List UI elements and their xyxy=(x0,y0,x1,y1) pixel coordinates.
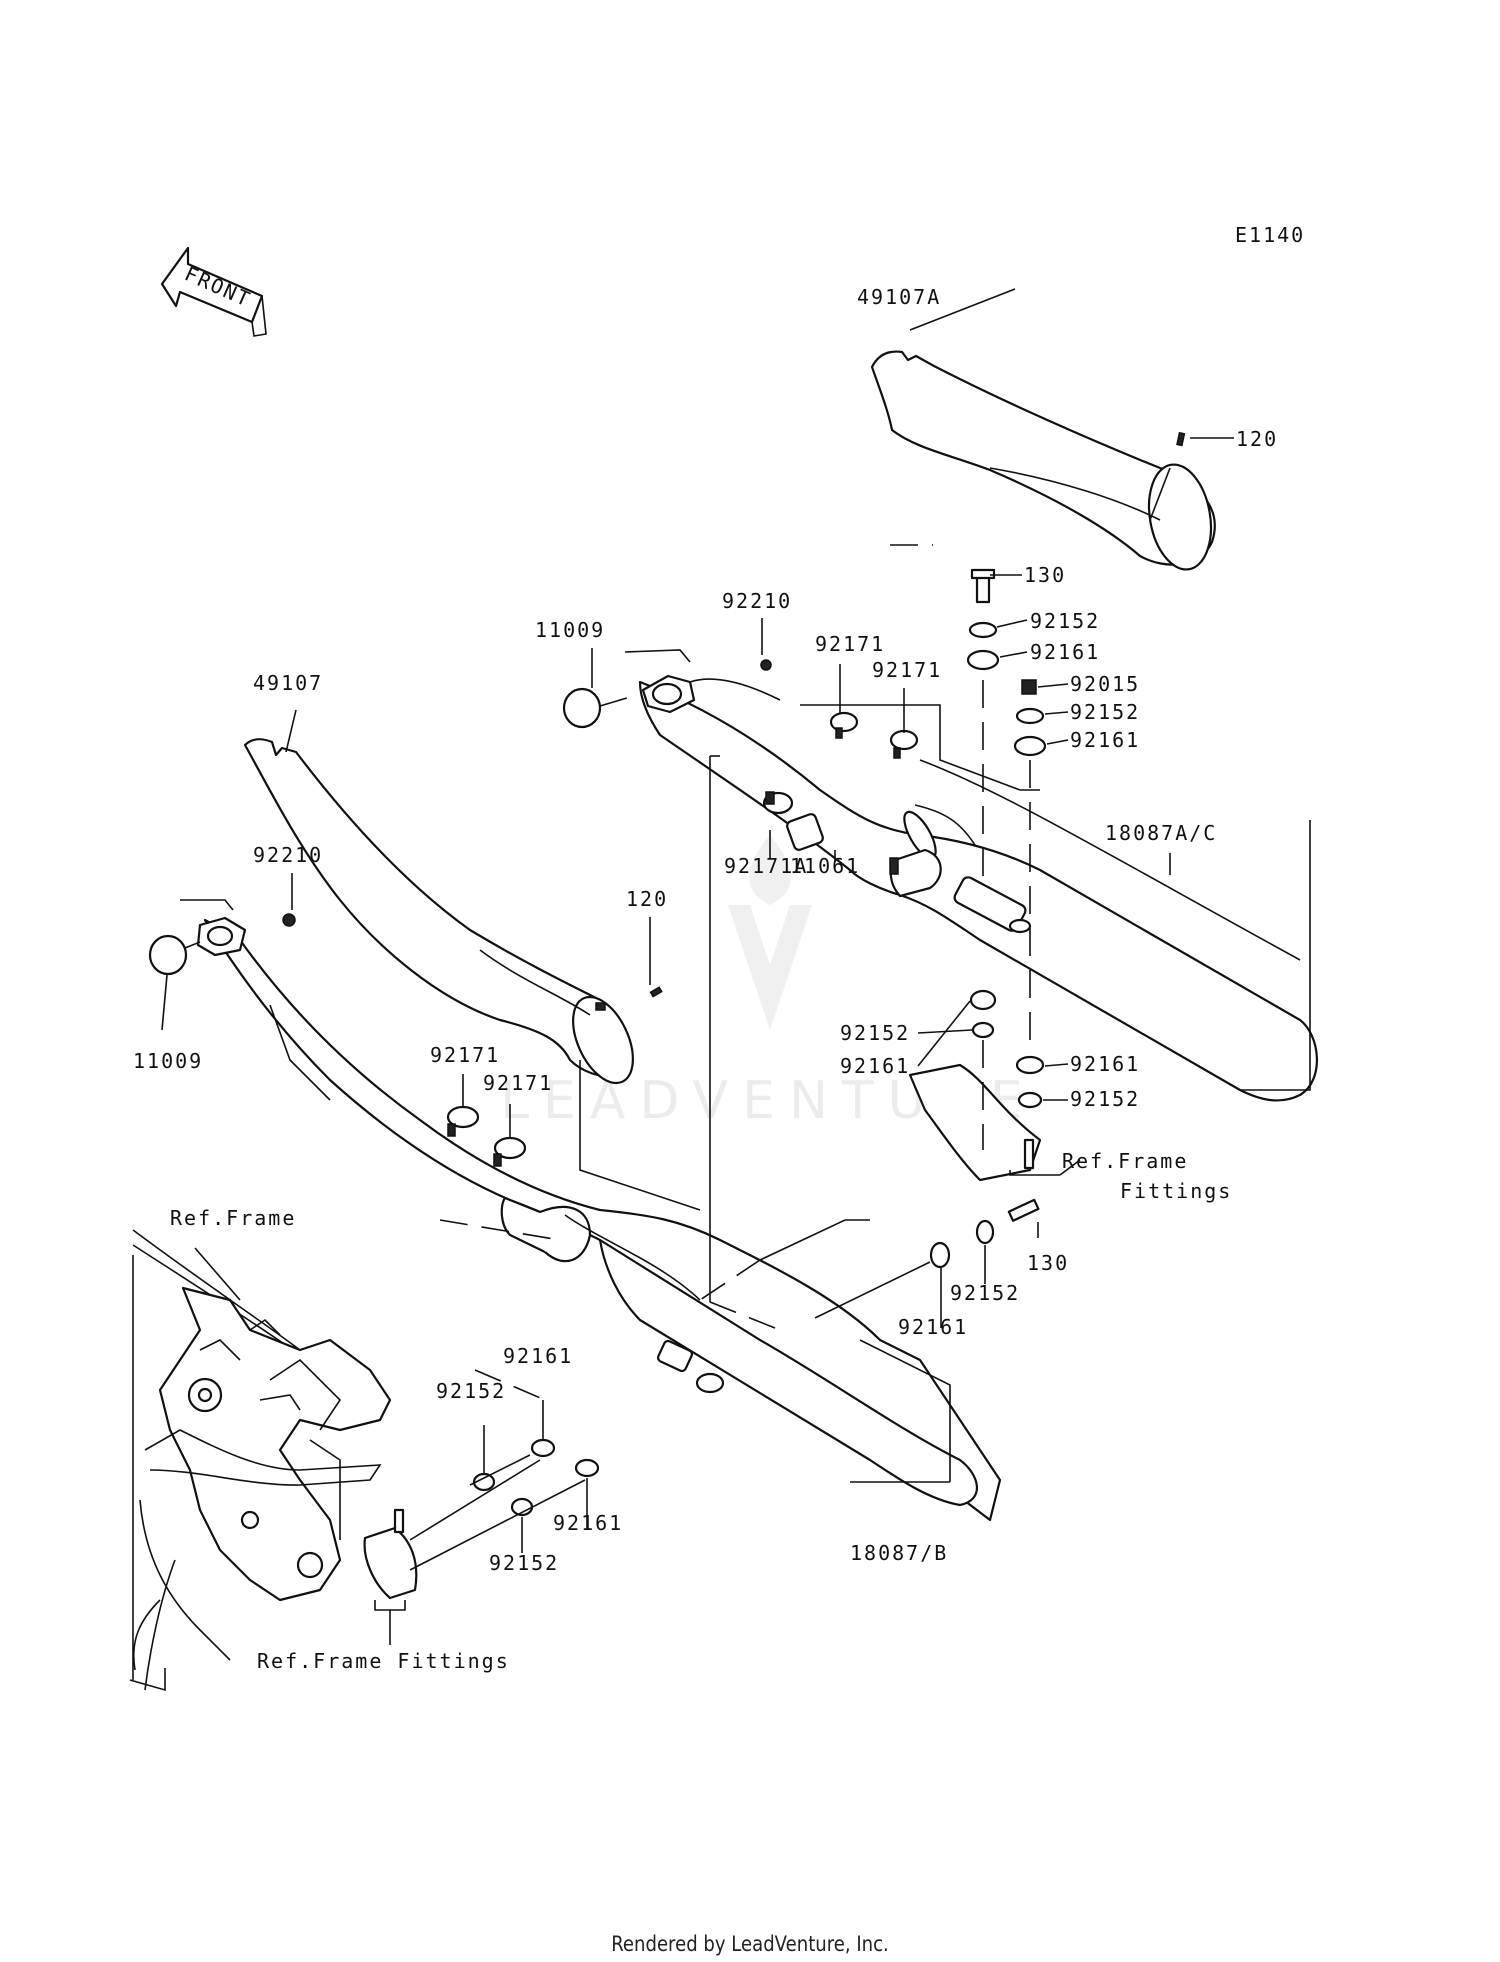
label-92171A: 92171A xyxy=(724,854,808,878)
label-92161-c: 92161 xyxy=(840,1054,910,1078)
label-92161-d: 92161 xyxy=(1070,1052,1140,1076)
label-ref-frame-fittings-right-2: Fittings xyxy=(1120,1179,1232,1203)
muffler-18087AC xyxy=(638,680,1318,1102)
label-92161-f: 92161 xyxy=(503,1344,573,1368)
label-92161-g: 92161 xyxy=(553,1511,623,1535)
part-labels: E1140 49107A 120 130 92152 92161 92015 9… xyxy=(133,223,1305,1673)
label-11061: 11061 xyxy=(790,854,860,878)
label-92171-d: 92171 xyxy=(483,1071,553,1095)
label-92152-g: 92152 xyxy=(489,1551,559,1575)
label-49107A: 49107A xyxy=(857,285,941,309)
label-ref-frame: Ref.Frame xyxy=(170,1206,296,1230)
mounting-hardware-top xyxy=(908,568,1047,1182)
footer-credit: Rendered by LeadVenture, Inc. xyxy=(611,1932,889,1956)
label-18087AC: 18087A/C xyxy=(1105,821,1217,845)
label-92152-a: 92152 xyxy=(1030,609,1100,633)
label-leaders xyxy=(161,288,1234,1553)
label-92171-b: 92171 xyxy=(872,658,942,682)
label-92152-e: 92152 xyxy=(950,1281,1020,1305)
frame-section xyxy=(129,1229,392,1692)
heat-shield-49107A xyxy=(870,350,1216,571)
label-18087B: 18087/B xyxy=(850,1541,948,1565)
label-92171-c: 92171 xyxy=(430,1043,500,1067)
label-49107: 49107 xyxy=(253,671,323,695)
label-11009-left: 11009 xyxy=(133,1049,203,1073)
label-ref-frame-fittings-right-1: Ref.Frame xyxy=(1062,1149,1188,1173)
label-130-top: 130 xyxy=(1024,563,1066,587)
label-92152-c: 92152 xyxy=(840,1021,910,1045)
label-11009-top: 11009 xyxy=(535,618,605,642)
label-92171-a: 92171 xyxy=(815,632,885,656)
heat-shield-49107 xyxy=(243,738,663,1085)
leader-lines xyxy=(180,544,1311,1645)
label-92210-top: 92210 xyxy=(722,589,792,613)
label-92152-d: 92152 xyxy=(1070,1087,1140,1111)
label-92161-b: 92161 xyxy=(1070,728,1140,752)
label-92161-a: 92161 xyxy=(1030,640,1100,664)
label-92152-f: 92152 xyxy=(436,1379,506,1403)
label-92015: 92015 xyxy=(1070,672,1140,696)
label-ref-frame-fittings-bottom: Ref.Frame Fittings xyxy=(257,1649,510,1673)
label-120-top: 120 xyxy=(1236,427,1278,451)
exhaust-flange-top xyxy=(562,659,781,729)
label-92210-left: 92210 xyxy=(253,843,323,867)
front-direction-arrow: FRONT xyxy=(160,246,267,337)
clamps-top xyxy=(762,711,942,898)
label-120-mid: 120 xyxy=(626,887,668,911)
label-92161-e: 92161 xyxy=(898,1315,968,1339)
muffler-18087B xyxy=(148,913,1002,1522)
diagram-code: E1140 xyxy=(1235,223,1305,247)
label-92152-b: 92152 xyxy=(1070,700,1140,724)
mounting-hardware-bottom-right xyxy=(814,1198,1040,1319)
label-130-bottom: 130 xyxy=(1027,1251,1069,1275)
